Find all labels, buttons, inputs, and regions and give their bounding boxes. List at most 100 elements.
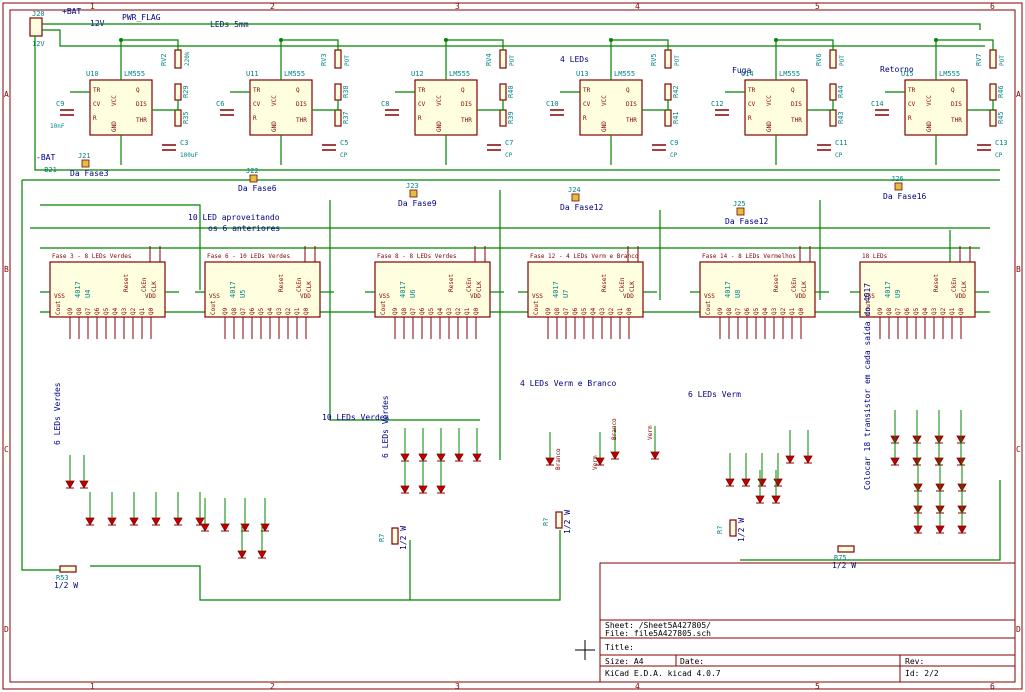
timer-pin: THR xyxy=(626,117,637,124)
cp-val: 100uF xyxy=(180,152,198,159)
counter-pin: VSS xyxy=(54,293,65,300)
conn-ref: J20 xyxy=(32,10,45,18)
timing-resistor xyxy=(664,83,672,101)
tb-sheet: Sheet: /Sheet5A427805/ xyxy=(605,621,711,630)
grid-col-label: 3 xyxy=(455,2,460,11)
series-resistor xyxy=(837,545,855,553)
jumper-pad xyxy=(249,174,258,183)
cp-val: CP xyxy=(670,152,678,159)
counter-pin: VDD xyxy=(300,293,311,300)
timer-type: LM555 xyxy=(779,70,800,78)
counter-q-pin: Q5 xyxy=(103,307,110,315)
counter-title: Fase 8 - 8 LEDs Verdes xyxy=(377,253,457,260)
grid-row-label: A xyxy=(4,90,9,99)
timer-pin: Q xyxy=(951,87,955,94)
counter-pin: CLK xyxy=(151,281,158,292)
timer-pin: CV xyxy=(93,101,101,108)
counter-q-pin: Q6 xyxy=(572,307,579,315)
cp-ref: C11 xyxy=(835,139,848,147)
timer-ref: U13 xyxy=(576,70,589,78)
counter-q-pin: Q3 xyxy=(771,307,778,315)
timer-pin: R xyxy=(908,115,912,122)
wire-backbone xyxy=(21,23,1001,601)
jumper-label: Da Fase12 xyxy=(725,217,769,226)
grid-row-label: B xyxy=(1016,265,1021,274)
grid-row-label: D xyxy=(4,625,9,634)
timer-pin: DIS xyxy=(626,101,637,108)
counter-q-pin: Q3 xyxy=(121,307,128,315)
resistor-val: 1/2 W xyxy=(399,526,408,550)
timer-pin: TR xyxy=(418,87,426,94)
tb-file: File: file5A427805.sch xyxy=(605,629,711,638)
led-symbol xyxy=(773,478,783,487)
grid-col-label: 5 xyxy=(815,682,820,691)
resistor-ref: R38 xyxy=(342,85,350,98)
counter-q-pin: Q9 xyxy=(877,307,884,315)
cp-val: CP xyxy=(340,152,348,159)
counter-pin: Reset xyxy=(123,274,130,292)
cp-ref: C5 xyxy=(340,139,348,147)
bat-minus-label: -BAT xyxy=(36,153,55,162)
counter-q-pin: Q1 xyxy=(617,307,624,315)
timer-pin: Q xyxy=(791,87,795,94)
grid-col-label: 6 xyxy=(990,682,995,691)
ic-4017-chip xyxy=(204,261,321,318)
led-symbol xyxy=(957,525,967,534)
timer-pin: Q xyxy=(296,87,300,94)
led-symbol xyxy=(107,517,117,526)
jumper-ref: J22 xyxy=(246,167,259,175)
counter-pin: Cout xyxy=(55,300,62,315)
ic-4017-chip xyxy=(374,261,491,318)
timing-resistor xyxy=(334,109,342,127)
timer-pin: GND xyxy=(271,121,278,132)
led-group xyxy=(65,410,967,559)
group-note-vb: 4 LEDs Verm e Branco xyxy=(520,379,617,388)
timer-pin: R xyxy=(93,115,97,122)
series-resistor xyxy=(729,519,737,537)
counter-q-pin: Q5 xyxy=(913,307,920,315)
color-note-1: Branco xyxy=(555,448,562,470)
counter-pin: CkEn xyxy=(141,277,148,292)
timer-pin: THR xyxy=(136,117,147,124)
power-connector xyxy=(29,17,43,37)
pot-ref: RV2 xyxy=(160,53,168,66)
timing-resistor xyxy=(334,83,342,101)
counter-q-pin: Q4 xyxy=(437,307,444,315)
timer-pin: R xyxy=(253,115,257,122)
jumper-pad xyxy=(894,182,903,191)
counter-pin: Cout xyxy=(705,300,712,315)
fuga-note: Fuga xyxy=(732,66,751,75)
timer-type: LM555 xyxy=(614,70,635,78)
timer-pin: CV xyxy=(253,101,261,108)
counter-pin: VDD xyxy=(623,293,634,300)
counter-pin: Cout xyxy=(210,300,217,315)
resistor-ref: R35 xyxy=(182,111,190,124)
series-resistor xyxy=(59,565,77,573)
counter-pin: Reset xyxy=(601,274,608,292)
grid-col-label: 6 xyxy=(990,2,995,11)
inner-frame xyxy=(9,9,1016,683)
jumper-ref: J21 xyxy=(78,152,91,160)
led-symbol xyxy=(400,485,410,494)
timer-pin: CV xyxy=(748,101,756,108)
jumper-pad xyxy=(736,207,745,216)
counter-pin: CLK xyxy=(306,281,313,292)
counter-q-pin: Q4 xyxy=(922,307,929,315)
led-symbol xyxy=(956,457,966,466)
timing-resistor xyxy=(499,83,507,101)
series-resistor xyxy=(555,511,563,529)
timer-pin: DIS xyxy=(791,101,802,108)
timing-resistor xyxy=(174,109,182,127)
resistor-val: 1/2 W xyxy=(832,561,856,570)
led-symbol xyxy=(934,457,944,466)
timer-cap-val: 10nF xyxy=(50,123,65,130)
counter-type: 4017 xyxy=(229,281,237,298)
led-symbol xyxy=(741,478,751,487)
counter-ref: U5 xyxy=(239,290,247,298)
led-area-notes: 10 LED aproveitando os 6 anteriores 6 LE… xyxy=(53,213,872,490)
